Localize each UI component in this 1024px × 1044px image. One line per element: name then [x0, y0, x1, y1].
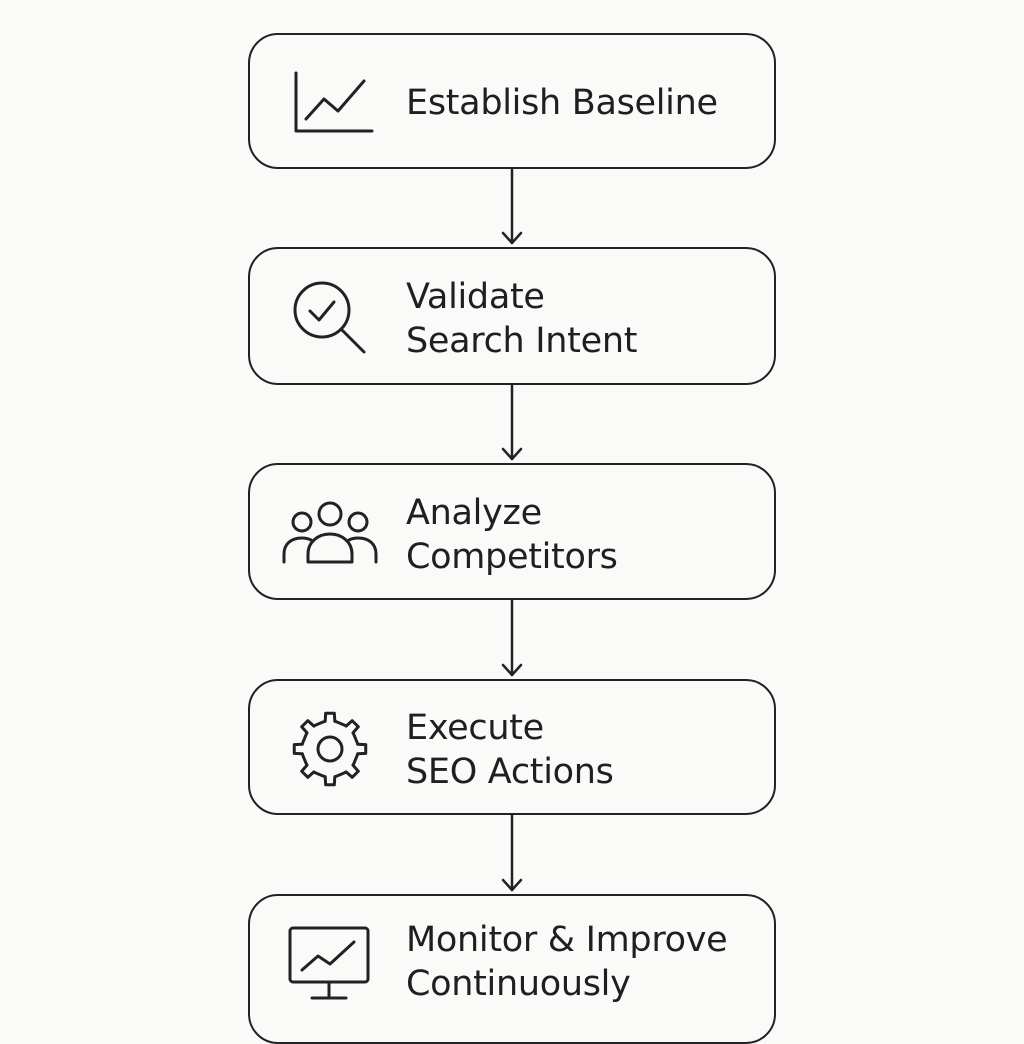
- step-label-line: Establish Baseline: [406, 83, 718, 123]
- arrow-connector: [496, 600, 528, 679]
- step-label-line: Search Intent: [406, 321, 638, 361]
- line-chart-icon: [278, 51, 382, 155]
- step-label-line: Analyze: [406, 493, 542, 533]
- monitor-chart-icon: [278, 914, 382, 1018]
- step-label: Validate Search Intent: [406, 275, 764, 363]
- step-label-line: Monitor & Improve: [406, 920, 728, 960]
- arrow-connector: [496, 815, 528, 894]
- step-label-line: Competitors: [406, 537, 618, 577]
- step-label: Analyze Competitors: [406, 491, 764, 579]
- step-label-line: Validate: [406, 277, 545, 317]
- step-label-line: SEO Actions: [406, 752, 614, 792]
- gear-icon: [278, 697, 382, 801]
- step-label: Establish Baseline: [406, 81, 764, 125]
- step-analyze-competitors: Analyze Competitors: [248, 463, 776, 600]
- step-establish-baseline: Establish Baseline: [248, 33, 776, 169]
- arrow-connector: [496, 169, 528, 247]
- step-monitor-improve: Monitor & Improve Continuously: [248, 894, 776, 1044]
- arrow-connector: [496, 385, 528, 463]
- step-label-line: Continuously: [406, 964, 631, 1004]
- step-label-line: Execute: [406, 708, 544, 748]
- magnifier-check-icon: [278, 266, 382, 370]
- step-label: Execute SEO Actions: [406, 706, 764, 794]
- user-group-icon: [278, 482, 382, 586]
- step-validate-search-intent: Validate Search Intent: [248, 247, 776, 385]
- step-label: Monitor & Improve Continuously: [406, 918, 764, 1006]
- step-execute-seo-actions: Execute SEO Actions: [248, 679, 776, 815]
